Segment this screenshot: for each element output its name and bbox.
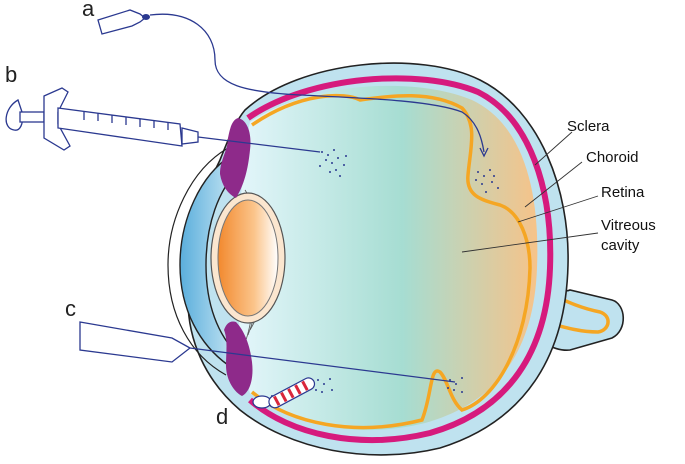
syringe-tip [181, 127, 199, 145]
syringe-b [5, 87, 199, 151]
catheter-a [97, 9, 489, 158]
retina [250, 93, 532, 430]
lens [217, 199, 279, 317]
injector-c-body [79, 321, 192, 363]
leader-sclera [534, 131, 573, 166]
injector-c [79, 321, 456, 383]
label-retina: Retina [601, 184, 645, 201]
leader-lines [461, 131, 599, 253]
choroid [246, 75, 554, 444]
catheter-a-body [97, 9, 147, 35]
syringe-graduations [83, 112, 169, 130]
catheter-a-tube [149, 13, 485, 153]
leader-choroid [524, 161, 583, 208]
catheter-a-tip [479, 147, 489, 158]
syringe-plunger-rod [19, 111, 45, 123]
leader-retina [517, 195, 599, 223]
label-cavity: cavity [601, 237, 640, 254]
ciliary-body-upper [220, 118, 251, 198]
implant-d-stripes [273, 380, 309, 406]
injection-cluster-b [319, 149, 347, 177]
label-vitreous: Vitreous [601, 217, 656, 234]
implant-d-capsule [252, 395, 272, 409]
ciliary-body-lower [224, 321, 253, 396]
label-choroid: Choroid [586, 149, 639, 166]
catheter-a-connector [142, 14, 150, 20]
cornea-outer-line [167, 147, 229, 376]
leader-vitreous [461, 232, 599, 253]
label-b: b [5, 62, 17, 87]
label-sclera: Sclera [567, 118, 610, 135]
label-d: d [216, 404, 228, 429]
injector-c-needle [189, 347, 456, 383]
implant-d [252, 377, 316, 409]
syringe-needle [197, 136, 321, 153]
syringe-barrel [57, 107, 183, 147]
label-c: c [65, 296, 76, 321]
label-a: a [82, 0, 95, 21]
injection-cluster-c [447, 377, 463, 393]
vitreous-cavity [237, 85, 538, 431]
injection-cluster-a [475, 169, 499, 193]
